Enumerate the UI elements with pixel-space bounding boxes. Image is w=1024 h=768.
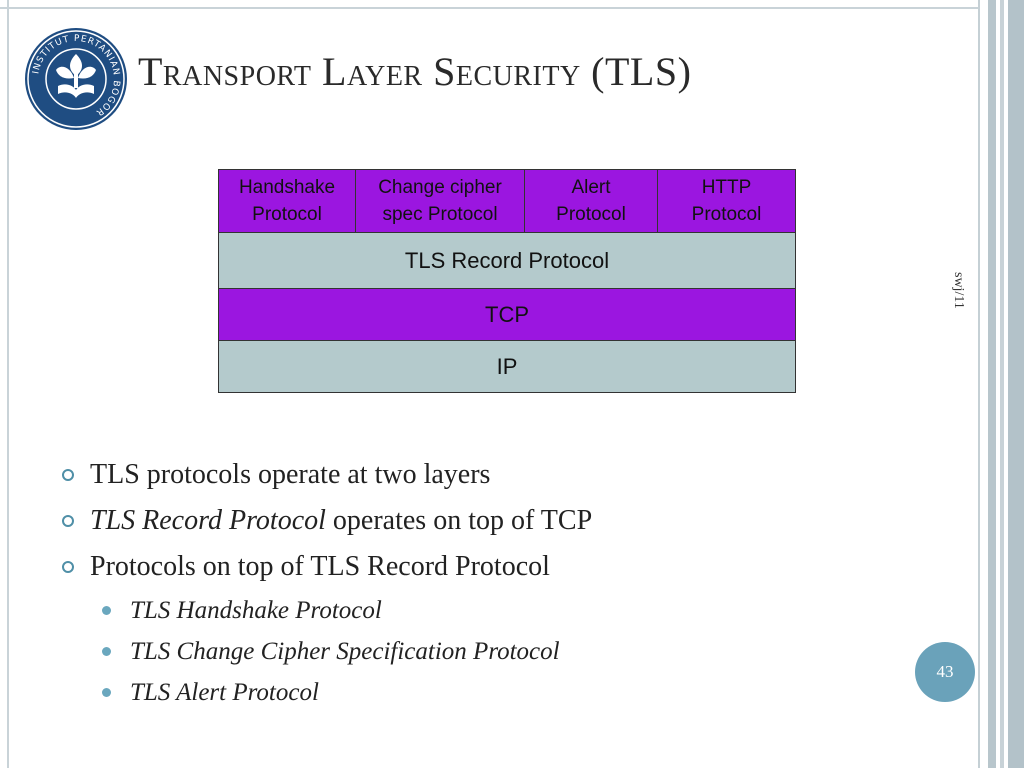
bullet-text: Protocols on top of TLS Record Protocol <box>90 551 550 582</box>
sub-bullet-item: TLS Change Cipher Specification Protocol <box>62 631 922 672</box>
box-line: Protocol <box>691 204 762 225</box>
http-protocol-box: HTTP Protocol <box>657 169 796 233</box>
tls-record-protocol-box: TLS Record Protocol <box>218 232 796 289</box>
right-stripe <box>978 0 980 768</box>
box-line: Alert <box>571 177 611 198</box>
sub-bullet-text: TLS Change Cipher Specification Protocol <box>130 638 560 665</box>
right-stripe <box>1000 0 1004 768</box>
right-stripe <box>988 0 996 768</box>
box-line: Handshake <box>238 177 336 198</box>
change-cipher-spec-box: Change cipher spec Protocol <box>355 169 525 233</box>
bullet-text: TLS protocols operate at two layers <box>90 459 491 490</box>
side-label-text: swj/11 <box>951 272 966 309</box>
sub-bullet-item: TLS Alert Protocol <box>62 672 922 713</box>
ring-bullet-icon <box>62 561 74 573</box>
dot-bullet-icon <box>102 688 111 697</box>
sub-bullet-item: TLS Handshake Protocol <box>62 590 922 631</box>
ipb-seal-icon: INSTITUT PERTANIAN BOGOR <box>25 28 127 130</box>
right-stripe <box>1008 0 1024 768</box>
box-line: Change cipher <box>378 177 502 198</box>
left-border-rule <box>7 0 9 768</box>
ring-bullet-icon <box>62 469 74 481</box>
side-label: swj/11 <box>944 272 974 332</box>
top-border-rule <box>0 7 980 9</box>
dot-bullet-icon <box>102 647 111 656</box>
dot-bullet-icon <box>102 606 111 615</box>
page-number-badge: 43 <box>915 642 975 702</box>
box-line: HTTP <box>701 177 752 198</box>
sub-bullet-text: TLS Handshake Protocol <box>130 597 382 624</box>
bullet-italic-text: TLS Record Protocol <box>90 505 326 536</box>
ip-box: IP <box>218 340 796 393</box>
bullet-item: Protocols on top of TLS Record Protocol <box>62 544 922 590</box>
box-line: spec Protocol <box>382 204 498 225</box>
bullet-item: TLS Record Protocol operates on top of T… <box>62 498 922 544</box>
tcp-box: TCP <box>218 288 796 341</box>
box-line: Protocol <box>252 204 322 225</box>
bullet-text: operates on top of TCP <box>325 505 593 536</box>
sub-bullet-text: TLS Alert Protocol <box>130 679 319 706</box>
bullet-item: TLS protocols operate at two layers <box>62 452 922 498</box>
slide-title: Transport Layer Security (TLS) <box>138 49 692 94</box>
bullet-list: TLS protocols operate at two layers TLS … <box>62 452 922 713</box>
box-line: Protocol <box>556 204 626 225</box>
page-number: 43 <box>936 662 954 681</box>
ring-bullet-icon <box>62 515 74 527</box>
